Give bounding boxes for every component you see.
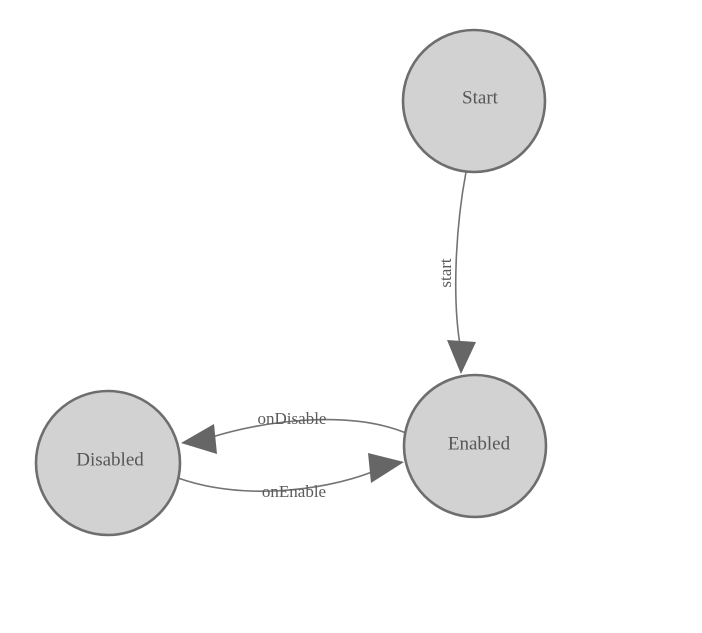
edge-label-onenable: onEnable — [262, 482, 326, 501]
edge-start-to-enabled[interactable]: start — [436, 171, 476, 374]
state-node-disabled[interactable]: Disabled — [34, 389, 182, 537]
arrowhead-down-icon — [447, 340, 476, 374]
edge-label-ondisable: onDisable — [258, 409, 327, 428]
arrowhead-left-icon — [181, 424, 217, 454]
state-label-start: Start — [462, 87, 499, 108]
state-node-start[interactable]: Start — [401, 28, 547, 174]
state-circle-disabled — [34, 389, 182, 537]
edge-path-start-to-enabled — [454, 171, 467, 346]
state-label-disabled: Disabled — [76, 449, 144, 470]
state-circle-start — [401, 28, 547, 174]
edge-label-start: start — [436, 258, 455, 288]
edge-path-disabled-to-enabled — [177, 471, 373, 492]
state-label-enabled: Enabled — [448, 433, 511, 454]
state-node-enabled[interactable]: Enabled — [402, 373, 548, 519]
edge-enabled-to-disabled[interactable]: onDisable — [181, 409, 407, 454]
arrowhead-right-icon — [368, 453, 404, 483]
edge-disabled-to-enabled[interactable]: onEnable — [177, 453, 404, 501]
state-circle-enabled — [402, 373, 548, 519]
edge-path-enabled-to-disabled — [211, 418, 407, 438]
